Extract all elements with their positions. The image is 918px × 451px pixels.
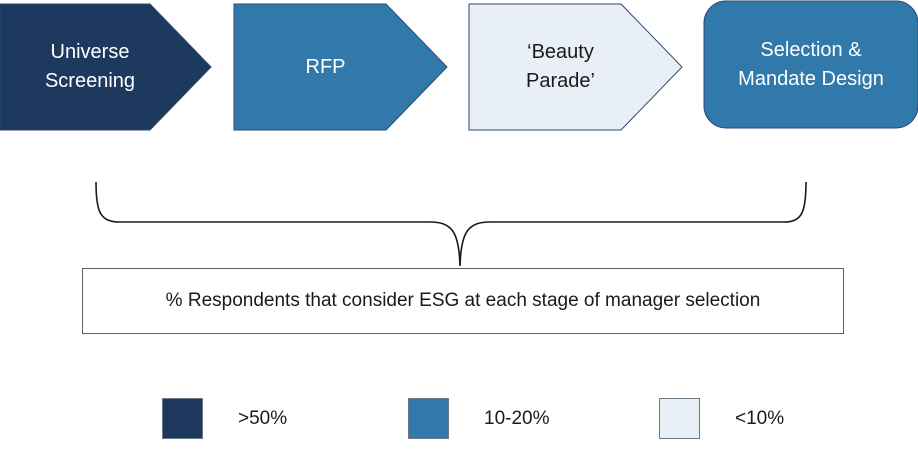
legend-label-medium: 10-20% — [484, 408, 550, 429]
legend-label-high: >50% — [238, 408, 288, 429]
stage-3-shape — [468, 3, 683, 131]
legend-swatch-low — [659, 398, 700, 439]
legend-label-low: <10% — [735, 408, 785, 429]
curly-brace — [95, 181, 807, 267]
stage-1-shape — [0, 3, 212, 131]
stage-4-shape — [703, 0, 918, 129]
legend-swatch-medium — [408, 398, 449, 439]
caption-box: % Respondents that consider ESG at each … — [82, 268, 844, 334]
stage-2-shape — [233, 3, 448, 131]
caption-text: % Respondents that consider ESG at each … — [165, 290, 761, 311]
legend-swatch-high — [162, 398, 203, 439]
